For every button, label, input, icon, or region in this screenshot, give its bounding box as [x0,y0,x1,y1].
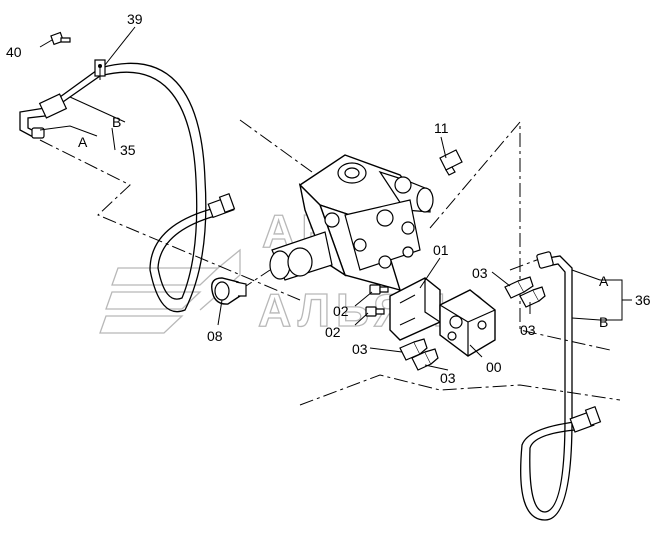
callout-08: 08 [207,328,223,344]
hose-36-lower-fitting [569,406,602,433]
callout-03-mid: 03 [352,341,368,357]
bolt-02-upper [369,284,389,295]
routing-line-upper [239,119,313,173]
routing-line-left-hose [39,139,301,301]
fitting-03-upper-right [519,286,546,308]
elbow-fitting-08 [211,277,247,305]
hose-assembly-36 [520,251,602,521]
callout-35: 35 [120,142,136,158]
callout-40: 40 [6,44,22,60]
hose-36-inner [529,263,576,513]
hose-assembly-35 [19,59,236,313]
bracket-01 [389,277,441,341]
callout-02-top: 02 [333,303,349,319]
callout-36: 36 [635,292,651,308]
callout-36-a: A [599,273,609,289]
bolt-02-lower [365,306,385,317]
leader-lines [39,26,632,371]
hose-35-outer [19,62,216,313]
callout-03-low: 03 [440,370,456,386]
callout-36-b: B [599,314,608,330]
control-valve [269,154,434,292]
block-00 [439,289,496,357]
hose-35-end-fitting [31,93,68,139]
hose-36-outer [520,255,576,521]
valve-flange [324,199,421,271]
callout-35-a: A [78,134,88,150]
hose-36-top-fitting [536,251,554,269]
callout-03-right: 03 [520,322,536,338]
callout-11: 11 [434,120,449,136]
bolt-40 [50,31,71,46]
callouts: 40 39 B A 35 11 01 02 02 03 03 00 03 03 … [6,11,651,386]
routing-line-lower [299,374,621,406]
valve-body-side [298,182,347,277]
clamp-39 [94,59,106,80]
callout-39: 39 [127,11,143,27]
callout-35-b: B [112,114,121,130]
callout-02-bottom: 02 [325,324,341,340]
callout-00: 00 [486,359,502,375]
callout-03-left: 03 [472,265,488,281]
fitting-11 [439,149,463,176]
hose-35-lower-fitting [207,193,236,219]
callout-01: 01 [433,242,449,258]
